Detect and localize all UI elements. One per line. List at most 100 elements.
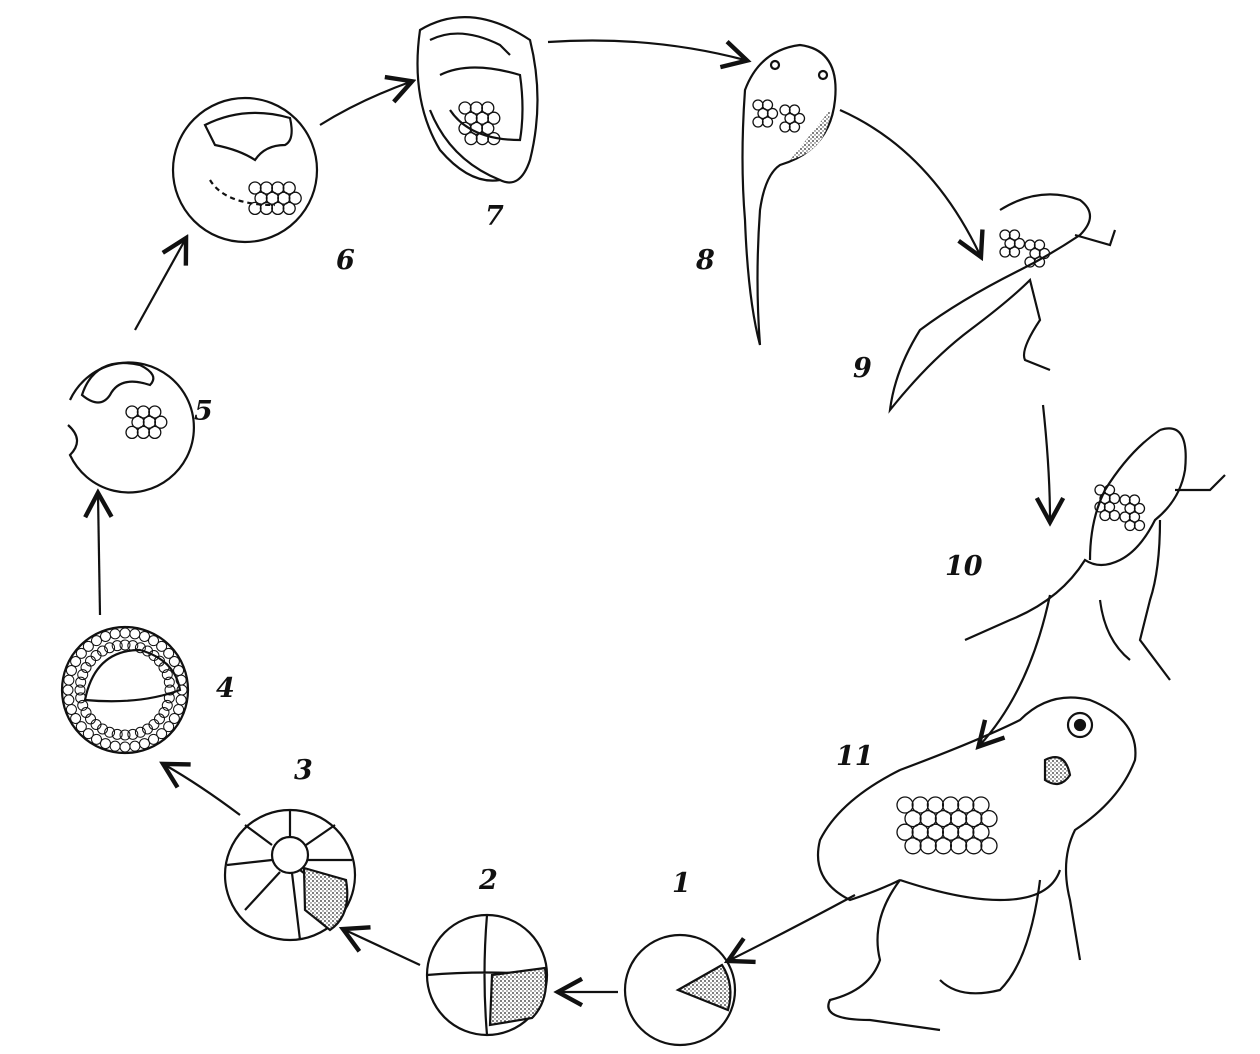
cell (941, 823, 960, 841)
stage-5-gastrula (67, 361, 195, 494)
cell (138, 738, 150, 750)
stage-label-5: 5 (194, 396, 213, 427)
cell (1038, 247, 1051, 260)
cell (100, 738, 112, 750)
cell (793, 112, 806, 125)
cell (911, 823, 929, 841)
cell (161, 699, 173, 711)
cell (85, 655, 97, 667)
cell (65, 665, 77, 677)
cell (911, 796, 929, 814)
cell (1108, 509, 1121, 522)
cell (1103, 484, 1116, 496)
cell (75, 676, 87, 688)
cell (1013, 237, 1026, 250)
cell (761, 116, 774, 128)
cell (148, 425, 162, 440)
cell (766, 107, 779, 120)
cell (77, 699, 89, 711)
arrow-3-to-4 (165, 765, 241, 816)
cell (288, 191, 302, 205)
cell (63, 674, 75, 686)
cell (896, 823, 914, 841)
cell (487, 111, 501, 125)
cell (127, 728, 139, 740)
stage-label-3: 3 (294, 755, 313, 786)
stage-label-8: 8 (696, 245, 715, 276)
cell (134, 642, 146, 654)
cell (949, 837, 968, 855)
cell (100, 630, 112, 642)
cell (999, 246, 1011, 258)
cell (104, 726, 116, 738)
cycle-arrows (98, 39, 1050, 992)
cell (1033, 256, 1046, 268)
stage-11-adult-frog (816, 696, 1137, 1032)
cell (972, 796, 990, 814)
cell (271, 201, 285, 216)
cell (127, 640, 139, 652)
cell (282, 181, 296, 195)
cell (119, 729, 131, 741)
stage-4-blastula (60, 625, 190, 755)
cell (1103, 501, 1116, 513)
cell (173, 703, 185, 715)
cell (904, 837, 922, 855)
cell (1108, 492, 1121, 505)
cell (163, 647, 175, 659)
cell (949, 809, 968, 828)
cell (487, 131, 501, 146)
cell (119, 627, 131, 639)
cell (63, 694, 75, 706)
cell (163, 721, 175, 733)
stage-9-tadpole-with-legs (888, 193, 1117, 414)
cell (175, 694, 187, 706)
cell (75, 721, 87, 733)
stage-label-11: 11 (836, 741, 874, 772)
arrow-11-to-1 (730, 894, 856, 960)
cell (70, 713, 82, 724)
cell (904, 809, 922, 828)
cell (1128, 494, 1141, 506)
cell (75, 647, 87, 659)
cell (761, 99, 774, 111)
cell (82, 728, 94, 740)
cell (111, 728, 123, 740)
stage-label-9: 9 (853, 353, 872, 384)
cell (788, 104, 801, 116)
arrow-5-to-6 (134, 240, 185, 331)
cell (1099, 509, 1111, 522)
cell (164, 684, 176, 696)
cell (1128, 511, 1141, 523)
cell (153, 713, 165, 725)
cell (154, 415, 168, 429)
cell (129, 628, 141, 640)
stage-label-7: 7 (485, 201, 504, 232)
arrow-9-to-10 (1043, 404, 1050, 520)
cell (82, 640, 94, 652)
cell (965, 837, 983, 855)
cell (481, 121, 495, 136)
cell (957, 796, 975, 814)
cell (156, 728, 168, 740)
cell (142, 723, 153, 735)
cell (134, 726, 146, 738)
cell (148, 635, 159, 647)
stage-10-young-frog (964, 427, 1226, 681)
cell (163, 676, 175, 688)
cell (980, 837, 998, 855)
arrow-6-to-7 (319, 82, 410, 126)
cell (119, 741, 131, 753)
cell (156, 640, 168, 652)
cell (175, 674, 187, 686)
cell (138, 630, 150, 642)
cell (125, 425, 139, 440)
stage-6-neurula (171, 96, 319, 244)
cell (896, 796, 914, 814)
cell (779, 121, 791, 133)
cell (111, 640, 123, 652)
cell (91, 635, 102, 647)
cell (168, 656, 180, 667)
arrow-4-to-5 (98, 495, 100, 616)
stage-label-1: 1 (672, 868, 691, 899)
